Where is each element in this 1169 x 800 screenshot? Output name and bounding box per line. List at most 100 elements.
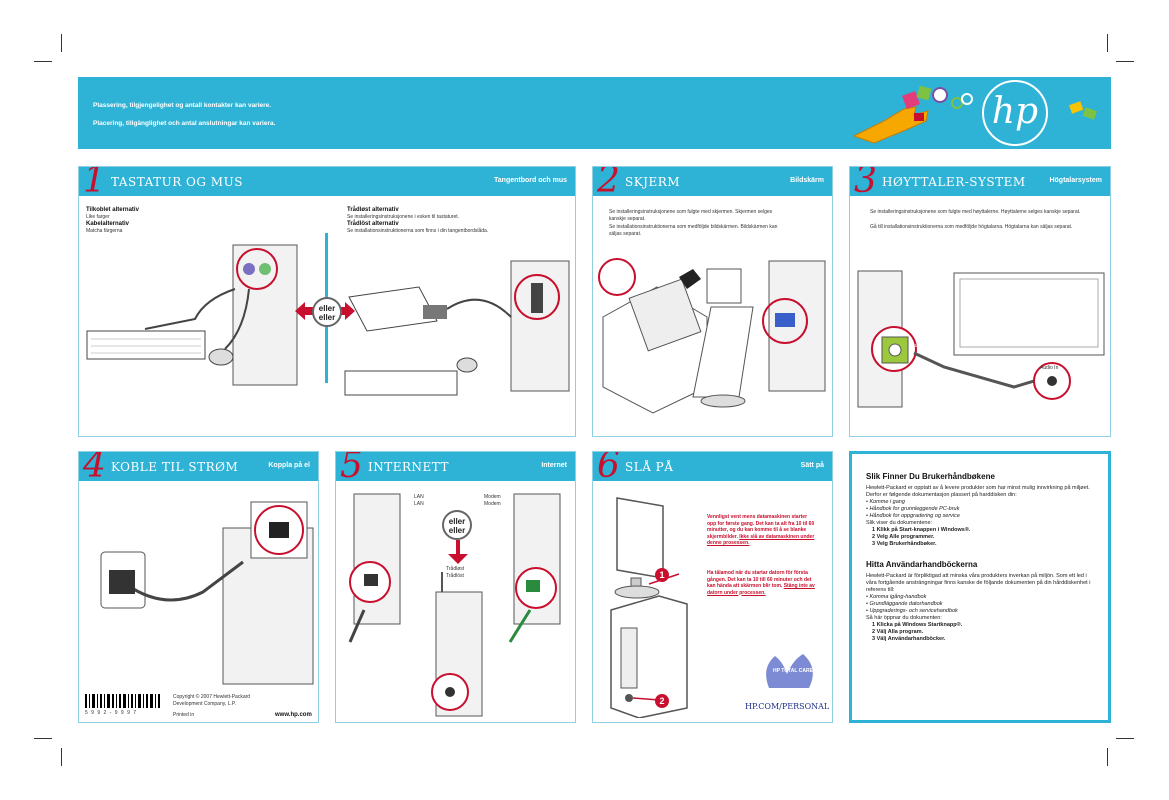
- speaker-instructions-no: Se installeringsinstruksjonene som fulgt…: [870, 209, 1081, 215]
- guide-step: 1 Klicka på Windows Startknapp®.: [872, 622, 963, 628]
- monitor-setup-illustration: [598, 258, 826, 414]
- step-2-badge: 2: [655, 694, 669, 708]
- guide-step: 2 Välj Alla program.: [872, 629, 924, 635]
- panel-monitor: 2 SKJERM Bildskärm Se installeringsinstr…: [592, 166, 833, 437]
- crop-mark: [61, 34, 62, 52]
- startup-note-sv: Ha tålamod när du startar datorn för för…: [707, 570, 817, 596]
- or-badge: eller eller: [312, 297, 342, 327]
- step-1-badge: 1: [655, 568, 669, 582]
- crop-mark: [1107, 34, 1108, 52]
- power-cable-illustration: [100, 501, 314, 685]
- panel-subtitle: Tangentbord och mus: [494, 177, 567, 184]
- startup-warning-sv: Stäng inte av datorn under processen.: [707, 583, 815, 596]
- modem-label-sv: Modem: [484, 501, 501, 507]
- printed-in-text: Printed in: [173, 712, 195, 718]
- startup-text-sv: Ha tålamod när du startar datorn för för…: [707, 570, 812, 589]
- panel-title: KOBLE TIL STRØM: [111, 460, 239, 474]
- hp-total-care-logo: [766, 654, 813, 688]
- or-label: eller: [448, 526, 466, 535]
- or-label: eller: [318, 304, 336, 313]
- wireless-label-sv: Trådlöst: [446, 573, 464, 579]
- panel-header: 4 KOBLE TIL STRØM Koppla på el: [79, 452, 318, 486]
- speaker-instructions-sv: Gå till installationsinstruktionerna som…: [870, 224, 1073, 230]
- hp-total-care-text: HP TOTAL CARE: [773, 668, 813, 674]
- computer-monitor-illustration: [610, 497, 688, 718]
- step-number: 1: [83, 166, 106, 201]
- wireless-option-no-text: Se installeringsinstruksjonene i esken t…: [347, 214, 460, 220]
- out-label: out: [912, 343, 919, 349]
- guide-intro-sv: Hewlett-Packard är förpliktigad att mins…: [866, 573, 1091, 593]
- audio-in-label: Audio In: [1040, 365, 1059, 371]
- crop-mark: [1107, 748, 1108, 766]
- guide-view-no: Slik viser du dokumentene:: [866, 520, 933, 526]
- panel-header: 1 TASTATUR OG MUS Tangentbord och mus: [79, 167, 575, 201]
- hp-logo: hp: [982, 80, 1048, 146]
- guide-title-sv: Hitta Användarhandböckerna: [866, 560, 978, 569]
- panel-title: SKJERM: [625, 175, 681, 189]
- panel-title: TASTATUR OG MUS: [111, 175, 243, 189]
- startup-note-no: Vennligst vent mens datamaskinen starter…: [707, 514, 817, 547]
- crop-mark: [34, 61, 52, 62]
- guide-item: • Komma igång-handbok: [866, 594, 927, 600]
- panel-internet: 5 INTERNETT Internet LAN LAN Modem Modem…: [335, 451, 576, 723]
- cable-option-no: Kabelalternativ: [86, 221, 130, 227]
- guide-step: 3 Velg Brukerhåndbøker.: [872, 541, 937, 547]
- lan-label-sv: LAN: [414, 501, 424, 507]
- user-guide-info: Slik Finner Du Brukerhåndbøkene Hewlett-…: [849, 451, 1111, 723]
- lan-label-no: LAN: [414, 494, 424, 500]
- panel-speakers: 3 HØYTTALER-SYSTEM Högtalarsystem Se ins…: [849, 166, 1111, 437]
- guide-title-no: Slik Finner Du Brukerhåndbøkene: [866, 472, 995, 481]
- wired-option-no: Tilkoblet alternativ: [86, 207, 139, 213]
- panel-keyboard-mouse: 1 TASTATUR OG MUS Tangentbord och mus Ti…: [78, 166, 576, 437]
- wireless-option-sv-text: Se installationsinstruktionerna som finn…: [347, 228, 489, 234]
- guide-step: 3 Välj Användarhandböcker.: [872, 636, 946, 642]
- hand-illustration: [852, 85, 973, 144]
- keyboard-mouse-wired-illustration: [86, 244, 298, 386]
- guide-item: • Håndbok for oppgradering og service: [866, 513, 960, 519]
- banner-note-sv: Placering, tillgänglighet och antal ansl…: [93, 120, 276, 127]
- guide-intro-no: Hewlett-Packard er opptatt av å levere p…: [866, 485, 1090, 498]
- step-number: 6: [597, 451, 620, 486]
- barcode-number: 5 9 9 2 - 9 9 9 7: [85, 710, 138, 716]
- panel-header: 6 SLÅ PÅ Sätt på: [593, 452, 832, 486]
- panel-subtitle: Sätt på: [800, 462, 824, 469]
- monitor-instructions-sv: Se installationsinstruktionerna som medf…: [609, 224, 778, 237]
- panel-title: INTERNETT: [368, 460, 450, 474]
- hp-url: www.hp.com: [275, 712, 312, 718]
- small-card-icons: [1068, 101, 1098, 120]
- guide-step: 1 Klikk på Start-knappen i Windows®.: [872, 527, 971, 533]
- step-number: 3: [854, 166, 877, 201]
- panel-subtitle: Bildskärm: [790, 177, 824, 184]
- monitor-instructions-no: Se installeringsinstruksjonene som fulgt…: [609, 209, 773, 222]
- startup-text-no: Vennligst vent mens datamaskinen starter…: [707, 514, 815, 540]
- wired-option-sv: Like farger: [86, 214, 110, 220]
- crop-mark: [1116, 61, 1134, 62]
- guide-item: • Komme i gang: [866, 499, 905, 505]
- step-number: 5: [340, 451, 363, 486]
- or-label: eller: [448, 517, 466, 526]
- panel-header: 5 INTERNETT Internet: [336, 452, 575, 486]
- startup-warning-no: Ikke slå av datamaskinen under denne pro…: [707, 533, 815, 547]
- copyright-text: Copyright © 2007 Hewlett-Packard Develop…: [173, 694, 251, 707]
- panel-power: 4 KOBLE TIL STRØM Koppla på el 5 9 9 2 -…: [78, 451, 319, 723]
- guide-step: 2 Velg Alle programmer.: [872, 534, 935, 540]
- wireless-option-sv: Trådlöst alternativ: [347, 221, 399, 227]
- or-badge: eller eller: [442, 510, 472, 540]
- guide-view-sv: Så här öppnar du dokumenten:: [866, 615, 942, 621]
- barcode: [85, 694, 160, 708]
- step-number: 2: [597, 166, 620, 201]
- cable-option-sv: Matcha färgerna: [86, 228, 123, 234]
- keyboard-mouse-wireless-illustration: [344, 260, 570, 396]
- hp-personal-url: HP.COM/PERSONAL: [745, 702, 830, 711]
- crop-mark: [34, 738, 52, 739]
- internet-connection-illustration: [348, 493, 561, 717]
- crop-mark: [1116, 738, 1134, 739]
- panel-subtitle: Koppla på el: [268, 462, 310, 469]
- panel-title: SLÅ PÅ: [625, 460, 674, 474]
- crop-mark: [61, 748, 62, 766]
- panel-header: 2 SKJERM Bildskärm: [593, 167, 832, 201]
- guide-item: • Grundläggande datorhandbok: [866, 601, 943, 607]
- guide-item: • Håndbok for grunnleggende PC-bruk: [866, 506, 960, 512]
- panel-power-on: 6 SLÅ PÅ Sätt på Vennligst vent mens dat…: [592, 451, 833, 723]
- header-banner: Plassering, tilgjengelighet og antall ko…: [78, 77, 1111, 149]
